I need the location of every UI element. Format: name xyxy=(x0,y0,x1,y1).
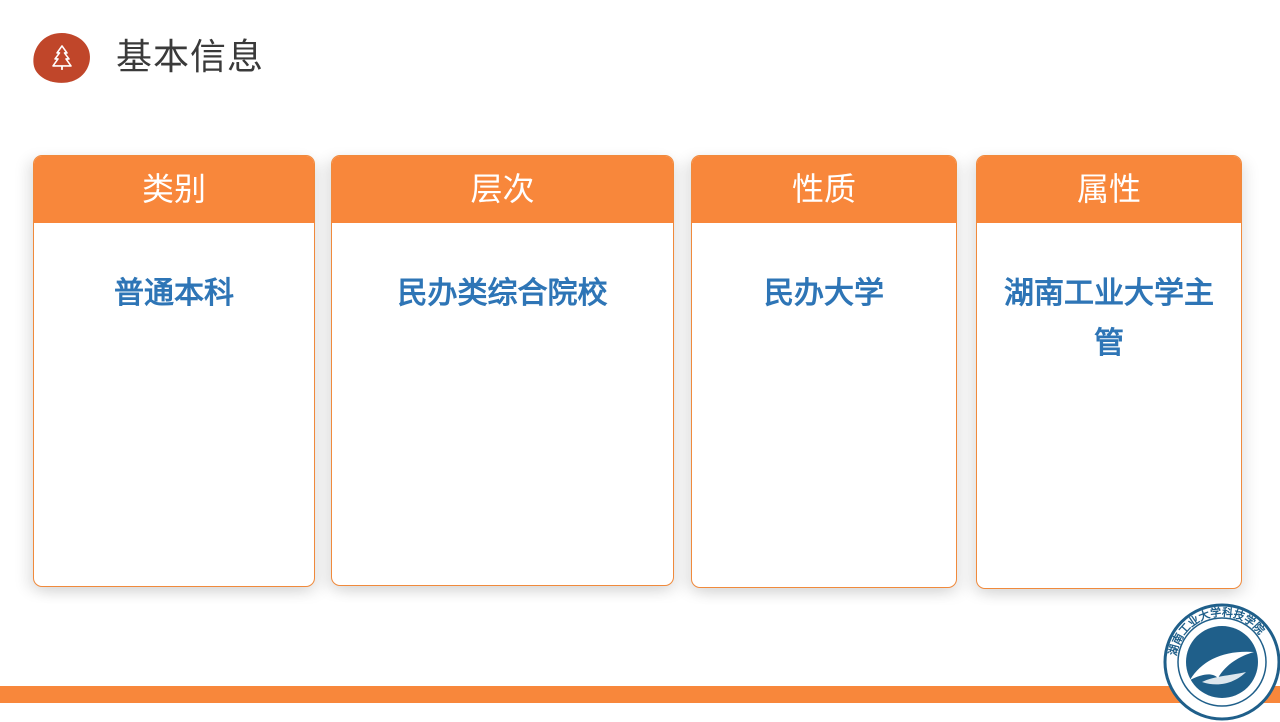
bottom-accent-bar xyxy=(0,686,1280,703)
page-title: 基本信息 xyxy=(116,37,265,78)
card-level: 层次 民办类综合院校 xyxy=(331,155,674,586)
card-header-label: 类别 xyxy=(34,156,314,223)
card-value: 湖南工业大学主管 xyxy=(1004,276,1214,361)
card-header-label: 层次 xyxy=(332,156,673,223)
card-category: 类别 普通本科 xyxy=(33,155,315,587)
title-badge xyxy=(29,29,94,87)
card-header-label: 性质 xyxy=(692,156,956,223)
card-header-label: 属性 xyxy=(977,156,1241,223)
college-seal-logo: 湖南工业大学科技学院 xyxy=(1163,603,1280,721)
card-attribute: 属性 湖南工业大学主管 xyxy=(976,155,1242,589)
card-value: 民办大学 xyxy=(764,276,884,311)
card-value: 民办类综合院校 xyxy=(397,276,608,311)
card-value: 普通本科 xyxy=(114,276,234,311)
card-nature: 性质 民办大学 xyxy=(691,155,957,588)
tree-icon xyxy=(52,45,72,70)
